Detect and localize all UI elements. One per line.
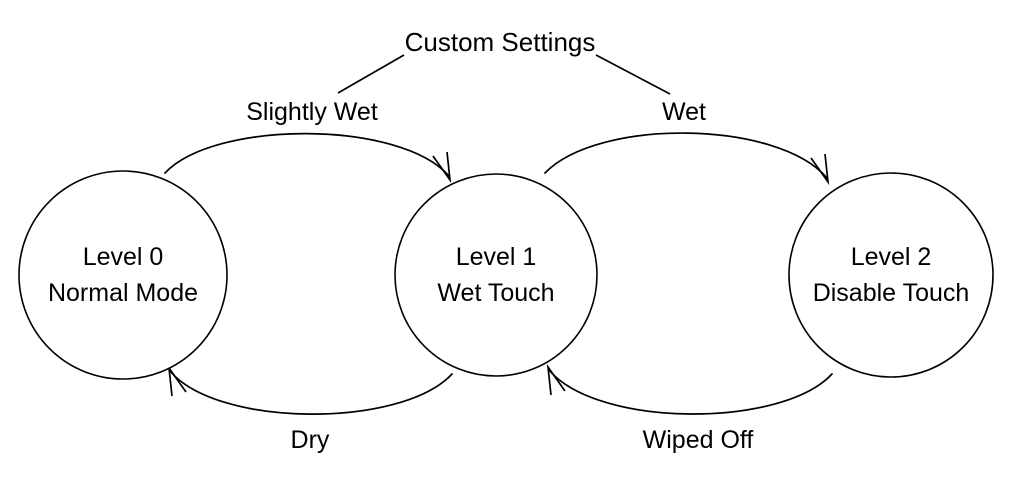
state-node-level2-line1: Level 2 <box>851 243 932 271</box>
edge-wet-path <box>544 132 828 179</box>
state-node-level2-line2: Disable Touch <box>813 279 970 307</box>
state-node-level0-line1: Level 0 <box>83 243 164 271</box>
title-leader-right <box>595 54 671 95</box>
edge-dry-arrowhead <box>167 364 187 397</box>
diagram-title: Custom Settings <box>405 27 596 57</box>
state-node-level1[interactable] <box>394 173 598 377</box>
edge-wiped-off-path <box>548 369 833 415</box>
state-node-level1-line1: Level 1 <box>456 243 537 271</box>
state-node-level0-line2: Normal Mode <box>48 279 198 307</box>
edge-label-slightly-wet: Slightly Wet <box>246 98 378 126</box>
edge-label-wet: Wet <box>662 98 706 126</box>
edge-label-wiped-off: Wiped Off <box>643 426 754 454</box>
state-node-level1-line2: Wet Touch <box>437 279 554 307</box>
edge-wiped-off-arrowhead <box>546 363 566 396</box>
edge-slightly-wet-arrowhead <box>432 151 452 184</box>
state-node-level0[interactable] <box>18 170 228 380</box>
edge-label-dry: Dry <box>291 426 330 454</box>
state-node-level2[interactable] <box>788 172 994 378</box>
title-leader-left <box>337 54 405 94</box>
edge-dry-path <box>169 370 453 415</box>
edge-wet-arrowhead <box>810 153 830 186</box>
edge-slightly-wet-path <box>164 132 450 177</box>
